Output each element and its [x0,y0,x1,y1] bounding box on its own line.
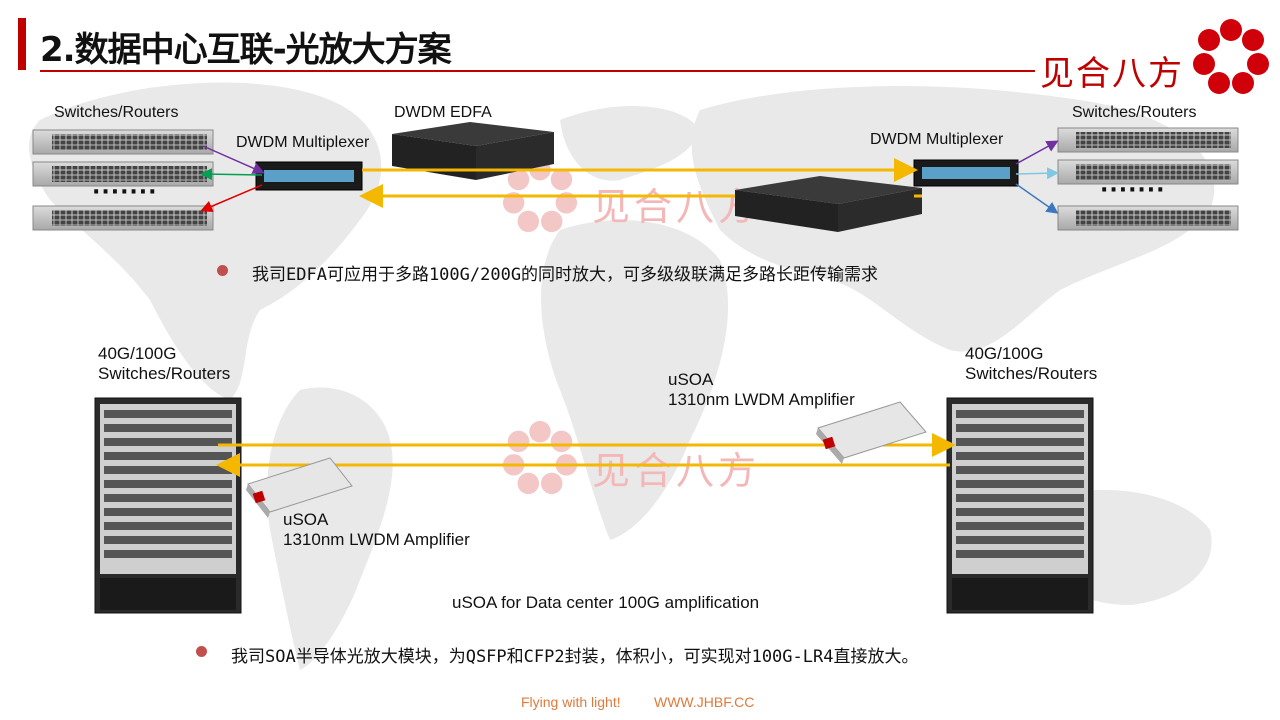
left-router-label: 40G/100G Switches/Routers [98,344,230,384]
link-arrow [1015,183,1059,214]
switch-device-icon [32,161,214,187]
usoa-bottom-label-line1: uSOA [283,510,329,529]
mux-device-icon [255,161,363,191]
link-arrow [202,145,265,174]
watermark-text: 见合八方 [592,449,761,493]
right-router-label-line2: Switches/Routers [965,364,1098,383]
right-router-label-line1: 40G/100G [965,344,1044,363]
switch-device-icon [1057,159,1239,185]
usoa-bottom-label: uSOA 1310nm LWDM Amplifier [283,510,470,550]
link-arrow [200,184,263,213]
edfa-label: DWDM EDFA [394,104,492,121]
bullet-dot-icon [196,646,207,657]
left-switches-label: Switches/Routers [54,104,179,121]
bottom-bullet-text: 我司SOA半导体光放大模块，为QSFP和CFP2封装，体积小，可实现对100G-… [231,647,919,667]
mux-device-icon [913,159,1019,187]
usoa-bottom-label-line2: 1310nm LWDM Amplifier [283,530,470,549]
usoa-module-icon [816,401,927,464]
title-underline [40,70,1035,72]
usoa-module-icon [246,457,353,518]
usoa-top-label-line2: 1310nm LWDM Amplifier [668,390,855,409]
right-router-label: 40G/100G Switches/Routers [965,344,1097,384]
link-arrow [200,168,263,181]
bottom-caption: uSOA for Data center 100G amplification [452,593,760,612]
edfa-device-icon [735,176,922,232]
left-ellipsis: ······· [92,180,158,205]
title-accent-bar [18,18,26,70]
right-ellipsis: ······· [1100,178,1166,203]
footer-website[interactable]: WWW.JHBF.CC [654,694,755,710]
switch-device-icon [32,205,214,231]
left-mux-label: DWDM Multiplexer [236,134,370,151]
right-mux-label: DWDM Multiplexer [870,131,1004,148]
brand-flower-logo-icon [1193,19,1269,94]
brand-name: 见合八方 [1040,54,1184,94]
right-switches-label: Switches/Routers [1072,104,1197,121]
chassis-device-icon [94,397,242,614]
usoa-top-label-line1: uSOA [668,370,714,389]
link-arrow [1015,167,1059,180]
top-bullet-text: 我司EDFA可应用于多路100G/200G的同时放大，可多级级联满足多路长距传输… [252,265,879,285]
slide-title: 2.数据中心互联-光放大方案 [40,30,452,70]
bullet-dot-icon [217,265,228,276]
footer-slogan: Flying with light! [521,694,621,710]
watermark-text: 见合八方 [592,185,761,229]
left-router-label-line2: Switches/Routers [98,364,231,383]
link-arrow [1015,140,1059,165]
switch-device-icon [1057,205,1239,231]
chassis-device-icon [946,397,1094,614]
left-router-label-line1: 40G/100G [98,344,177,363]
switch-device-icon [1057,127,1239,153]
switch-device-icon [32,129,214,155]
usoa-top-label: uSOA 1310nm LWDM Amplifier [668,370,855,410]
